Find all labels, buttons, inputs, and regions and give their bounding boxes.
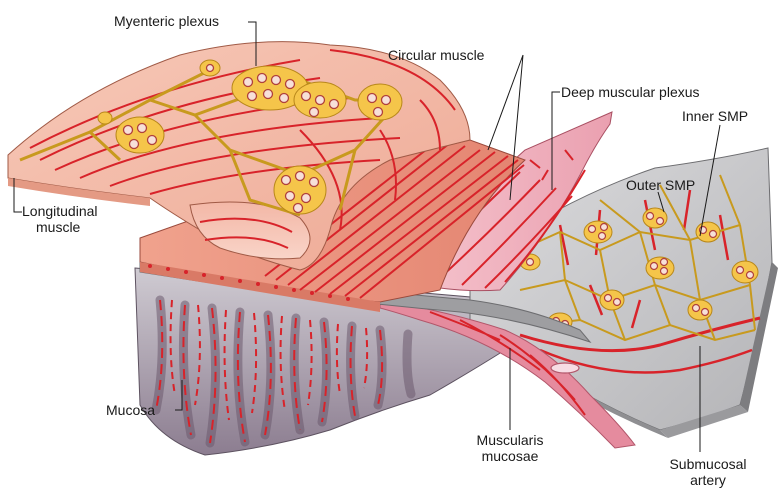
label-circular-muscle: Circular muscle: [388, 47, 484, 63]
label-deep-muscular-plexus: Deep muscular plexus: [561, 84, 700, 100]
label-longitudinal-muscle-line1: Longitudinal: [22, 203, 98, 219]
label-myenteric-plexus: Myenteric plexus: [114, 13, 219, 29]
label-outer-smp: Outer SMP: [626, 177, 695, 193]
label-muscularis-mucosae: Muscularis mucosae: [462, 432, 558, 464]
label-muscularis-mucosae-line1: Muscularis: [462, 432, 558, 448]
label-submucosal-artery: Submucosal artery: [660, 456, 756, 488]
label-muscularis-mucosae-line2: mucosae: [462, 448, 558, 464]
label-inner-smp: Inner SMP: [682, 108, 748, 124]
label-longitudinal-muscle: Longitudinal muscle: [22, 203, 98, 235]
label-longitudinal-muscle-line2: muscle: [22, 219, 98, 235]
label-submucosal-artery-line1: Submucosal: [660, 456, 756, 472]
label-submucosal-artery-line2: artery: [660, 472, 756, 488]
label-mucosa: Mucosa: [106, 402, 155, 418]
